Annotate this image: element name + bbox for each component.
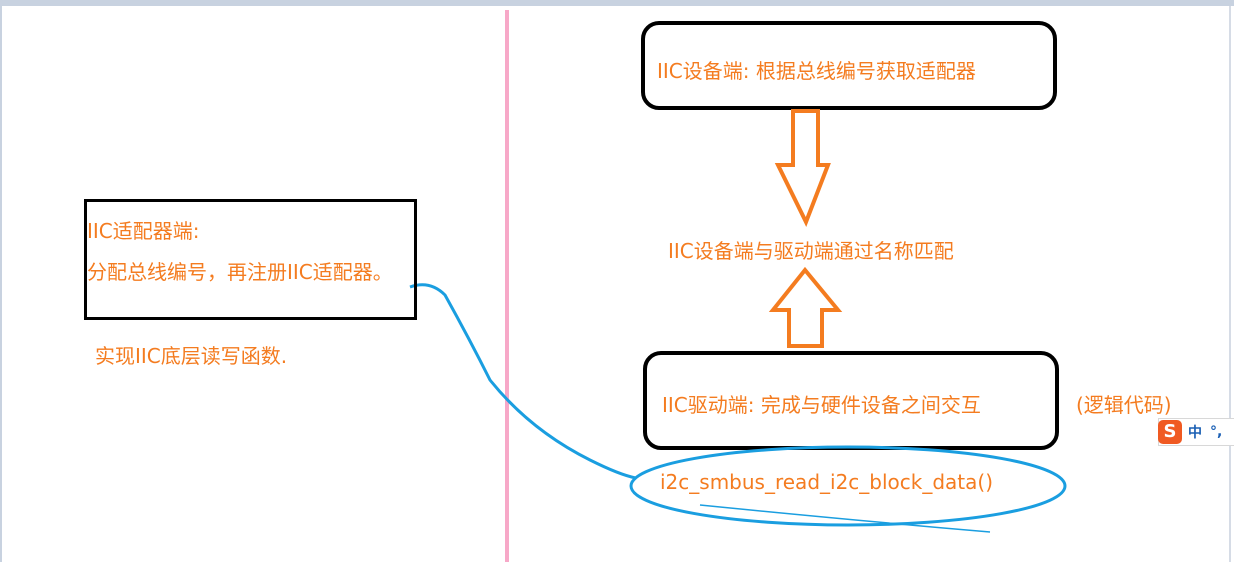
divider-line (505, 10, 509, 562)
adapter-desc: 分配总线编号，再注册IIC适配器。 (87, 260, 393, 284)
match-label: IIC设备端与驱动端通过名称匹配 (668, 239, 954, 263)
device-box (641, 21, 1057, 110)
adapter-box (84, 199, 417, 320)
driver-label: IIC驱动端: 完成与硬件设备之间交互 (662, 393, 981, 417)
canvas-top-bar (0, 0, 1234, 6)
up-arrow (768, 266, 843, 348)
ime-mode-toggle[interactable]: 中 (1188, 425, 1202, 441)
adapter-title: IIC适配器端: (87, 219, 200, 243)
sogou-logo-icon[interactable]: S (1158, 420, 1182, 444)
function-label: i2c_smbus_read_i2c_block_data() (660, 470, 994, 494)
canvas-right-border (1229, 6, 1231, 562)
ime-status-bar[interactable]: S 中 °, (1158, 418, 1234, 446)
function-ellipse (629, 445, 1067, 527)
canvas-left-border (0, 6, 2, 562)
function-underline-stroke (699, 504, 991, 533)
driver-note: (逻辑代码) (1076, 393, 1172, 417)
device-label: IIC设备端: 根据总线编号获取适配器 (657, 59, 976, 83)
down-arrow (774, 109, 831, 227)
connector-curve (409, 283, 637, 480)
ime-punctuation-toggle[interactable]: °, (1210, 424, 1223, 440)
adapter-note: 实现IIC底层读写函数. (95, 344, 288, 368)
